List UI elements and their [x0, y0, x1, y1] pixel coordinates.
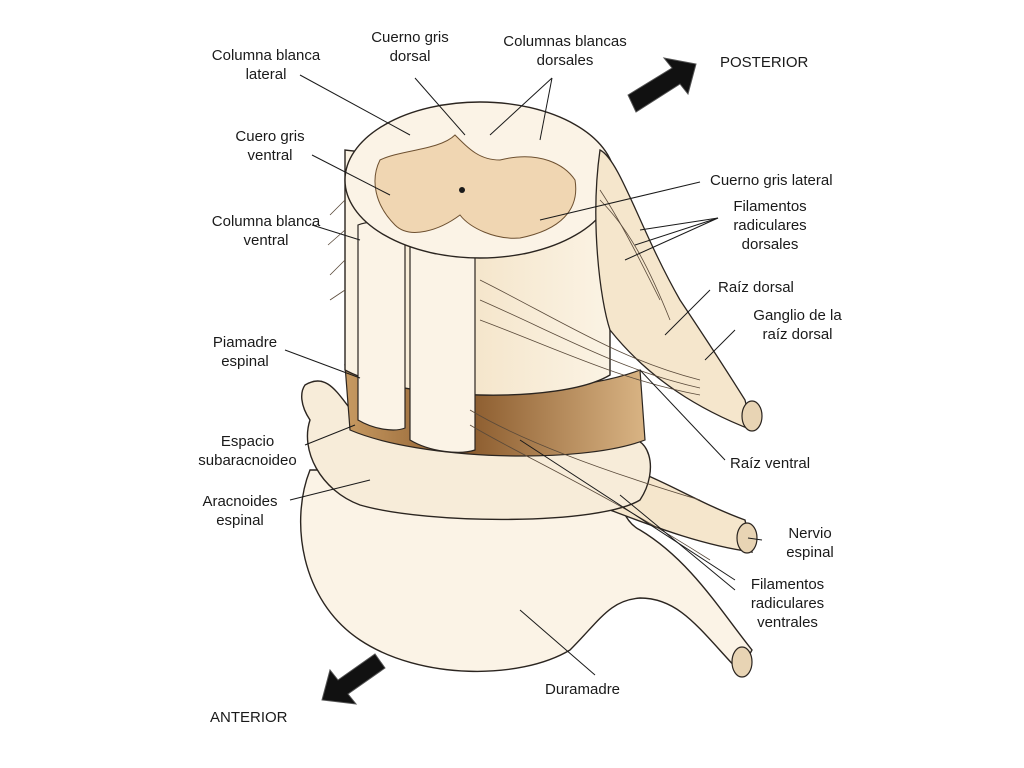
posterior-arrow-icon: [627, 57, 697, 113]
leader-lines: [284, 74, 763, 676]
label-anterior: ANTERIOR: [210, 709, 288, 726]
label-columna-blanca-lateral: Columna blanca lateral: [211, 47, 321, 83]
label-duramadre: Duramadre: [545, 681, 621, 698]
label-filamentos-radiculares-dorsales: Filamentos radiculares dorsales: [733, 198, 807, 253]
label-posterior: POSTERIOR: [720, 54, 809, 71]
label-columna-blanca-ventral: Columna blanca ventral: [211, 213, 321, 249]
label-cuerno-gris-lateral: Cuerno gris lateral: [710, 172, 833, 189]
label-nervio-espinal: Nervio espinal: [786, 525, 834, 561]
central-canal: [459, 187, 465, 193]
label-columnas-blancas-dorsales: Columnas blancas dorsales: [503, 33, 627, 69]
nerve-end-ventral: [731, 646, 753, 678]
label-espacio-subaracnoideo: Espacio subaracnoideo: [198, 433, 297, 469]
label-ganglio-raiz-dorsal: Ganglio de la raíz dorsal: [753, 307, 842, 343]
label-cuerno-gris-dorsal: Cuerno gris dorsal: [371, 29, 449, 65]
ventral-column-right: [409, 229, 476, 453]
label-raiz-ventral: Raíz ventral: [730, 455, 811, 472]
gray-matter-shape: [374, 134, 577, 239]
anterior-arrow-icon: [321, 653, 386, 705]
nerve-end-dorsal: [741, 400, 763, 432]
label-piamadre-espinal: Piamadre espinal: [212, 334, 278, 370]
ventral-column-left: [357, 221, 406, 431]
label-raiz-dorsal: Raíz dorsal: [718, 279, 794, 296]
nerve-end-spinal: [736, 522, 758, 554]
rootlet-fibers: [327, 189, 711, 561]
label-cuero-gris-ventral: Cuero gris ventral: [235, 128, 305, 164]
label-filamentos-radiculares-ventrales: Filamentos radiculares ventrales: [750, 576, 825, 631]
label-aracnoides-espinal: Aracnoides espinal: [202, 493, 278, 529]
